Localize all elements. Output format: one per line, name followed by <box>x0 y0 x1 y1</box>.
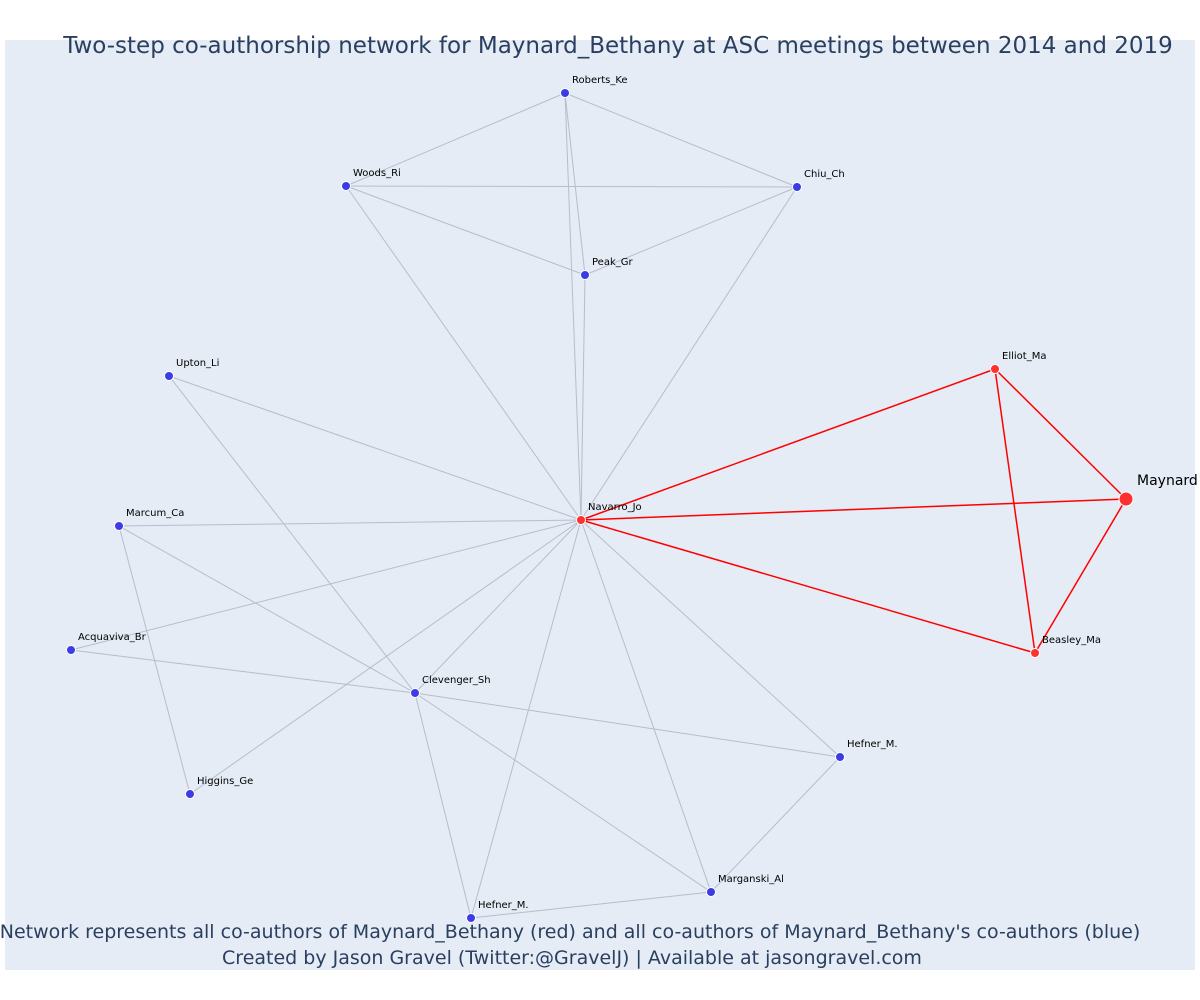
edge-Marcum_Ca-Clevenger_Sh <box>118 525 416 694</box>
edge-Clevenger_Sh-Hefner_M_2 <box>414 692 472 919</box>
edge-Marganski_Al-Hefner_M_2 <box>470 891 712 919</box>
edge-Upton_Li-Navarro_Jo <box>168 375 582 521</box>
node-label-Marcum_Ca: Marcum_Ca <box>126 508 184 519</box>
edge-Peak_Gr-Navarro_Jo <box>580 274 586 521</box>
edge-Clevenger_Sh-Hefner_M_1 <box>414 692 841 758</box>
edge-Chiu_Ch-Navarro_Jo <box>580 186 798 521</box>
edge-Elliot_Ma-Maynard <box>994 368 1127 500</box>
node-Acquaviva_Br[interactable] <box>66 645 76 655</box>
node-Chiu_Ch[interactable] <box>792 182 802 192</box>
edge-Chiu_Ch-Peak_Gr <box>584 186 798 276</box>
node-Maynard[interactable] <box>1118 491 1134 507</box>
node-Beasley_Ma[interactable] <box>1030 648 1040 658</box>
edge-Woods_Ri-Chiu_Ch <box>345 185 798 188</box>
edge-Roberts_Ke-Navarro_Jo <box>564 92 582 521</box>
node-label-Roberts_Ke: Roberts_Ke <box>572 75 628 86</box>
node-label-Acquaviva_Br: Acquaviva_Br <box>78 632 147 643</box>
node-label-Higgins_Ge: Higgins_Ge <box>197 776 253 787</box>
edge-Hefner_M_1-Marganski_Al <box>710 756 841 893</box>
node-label-Woods_Ri: Woods_Ri <box>353 168 401 179</box>
nodes-layer <box>66 88 1134 923</box>
node-Marcum_Ca[interactable] <box>114 521 124 531</box>
node-Upton_Li[interactable] <box>164 371 174 381</box>
edge-Hefner_M_2-Navarro_Jo <box>470 519 582 919</box>
edge-Navarro_Jo-Maynard <box>580 498 1127 521</box>
node-label-Maynard: Maynard <box>1137 473 1198 489</box>
edge-Beasley_Ma-Maynard <box>1034 498 1127 654</box>
caption-line-2: Created by Jason Gravel (Twitter:@Gravel… <box>222 947 922 969</box>
edge-Clevenger_Sh-Marganski_Al <box>414 692 712 893</box>
node-Navarro_Jo[interactable] <box>576 515 586 525</box>
node-Elliot_Ma[interactable] <box>990 364 1000 374</box>
node-label-Elliot_Ma: Elliot_Ma <box>1002 351 1046 362</box>
edge-Acquaviva_Br-Clevenger_Sh <box>70 649 416 694</box>
edge-Higgins_Ge-Navarro_Jo <box>189 519 582 795</box>
edge-Roberts_Ke-Peak_Gr <box>564 92 586 276</box>
caption-line-1: Network represents all co-authors of May… <box>0 921 1140 943</box>
edge-Woods_Ri-Peak_Gr <box>345 185 586 276</box>
node-label-Clevenger_Sh: Clevenger_Sh <box>422 675 491 686</box>
edge-Hefner_M_1-Navarro_Jo <box>580 519 841 758</box>
edge-Elliot_Ma-Beasley_Ma <box>994 368 1036 654</box>
edge-Clevenger_Sh-Navarro_Jo <box>414 519 582 694</box>
node-Hefner_M_2[interactable] <box>466 913 476 923</box>
edge-Roberts_Ke-Woods_Ri <box>345 92 566 187</box>
chart-title: Two-step co-authorship network for Mayna… <box>62 33 1173 59</box>
node-Hefner_M_1[interactable] <box>835 752 845 762</box>
node-label-Beasley_Ma: Beasley_Ma <box>1042 635 1101 646</box>
node-label-Hefner_M_1: Hefner_M. <box>847 739 898 750</box>
node-label-Marganski_Al: Marganski_Al <box>718 874 784 885</box>
edge-Acquaviva_Br-Navarro_Jo <box>70 519 582 651</box>
edge-Navarro_Jo-Beasley_Ma <box>580 519 1036 654</box>
node-Higgins_Ge[interactable] <box>185 789 195 799</box>
node-label-Peak_Gr: Peak_Gr <box>592 257 633 268</box>
node-Woods_Ri[interactable] <box>341 181 351 191</box>
edge-Upton_Li-Clevenger_Sh <box>168 375 416 694</box>
edges-layer <box>70 92 1127 919</box>
node-label-Upton_Li: Upton_Li <box>176 358 219 369</box>
edge-Marcum_Ca-Navarro_Jo <box>118 519 582 527</box>
node-Peak_Gr[interactable] <box>580 270 590 280</box>
node-label-Chiu_Ch: Chiu_Ch <box>804 169 845 180</box>
edge-Woods_Ri-Navarro_Jo <box>345 185 582 521</box>
node-label-Navarro_Jo: Navarro_Jo <box>588 502 642 513</box>
node-label-Hefner_M_2: Hefner_M. <box>478 900 529 911</box>
node-Clevenger_Sh[interactable] <box>410 688 420 698</box>
node-Roberts_Ke[interactable] <box>560 88 570 98</box>
edge-Marganski_Al-Navarro_Jo <box>580 519 712 893</box>
edge-Roberts_Ke-Chiu_Ch <box>564 92 798 188</box>
edge-Navarro_Jo-Elliot_Ma <box>580 368 996 521</box>
node-Marganski_Al[interactable] <box>706 887 716 897</box>
plot-background <box>5 40 1195 970</box>
